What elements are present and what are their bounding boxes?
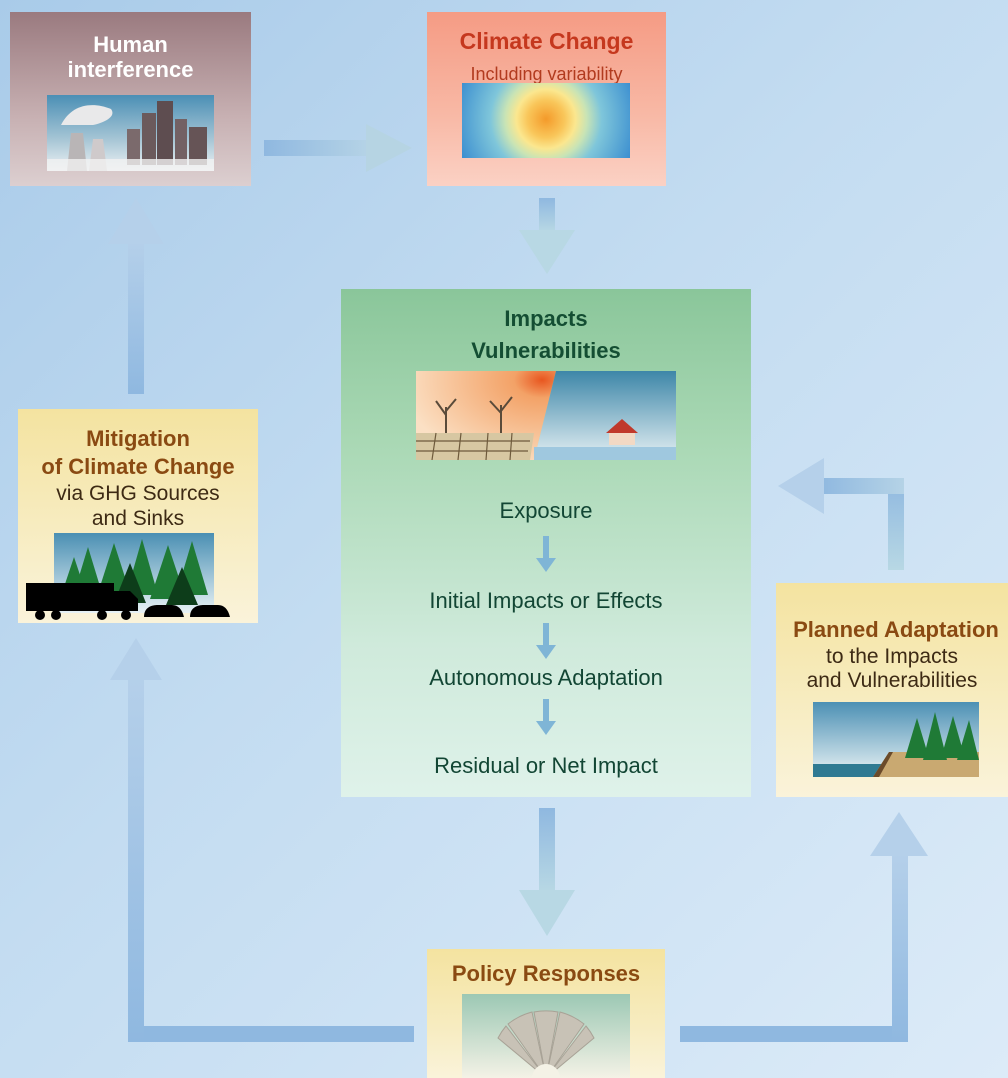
down-arrow-icon [536,699,556,735]
parliament-icon [462,994,630,1078]
mitigation-title-line1: Mitigation [86,426,190,451]
arrow-mitigation-to-human [108,198,164,394]
arrow-climate-to-impacts [519,198,575,274]
down-arrow-icon [536,536,556,572]
climate-subtitle: Including variability [470,64,623,84]
arrow-policy-to-mitigation [110,638,414,1042]
human-title: Human interference [10,32,251,82]
node-mitigation: Mitigation of Climate Change via GHG Sou… [18,409,258,623]
human-title-line2: interference [67,57,194,82]
node-policy-responses: Policy Responses [427,949,665,1078]
down-arrow-icon [536,623,556,659]
mitigation-sub-line2: and Sinks [91,507,185,530]
arrow-impacts-to-policy [519,808,575,936]
seawall-trees-icon [813,702,979,777]
node-human-interference: Human interference [10,12,251,186]
planned-subtitle: to the Impacts and Vulnerabilities [776,645,1008,693]
drought-flood-icon [416,371,676,460]
step-exposure: Exposure [499,498,593,523]
impacts-title: Impacts Vulnerabilities [341,303,751,367]
step-initial-impacts: Initial Impacts or Effects [429,588,663,613]
mitigation-title-line2: of Climate Change [41,454,235,479]
step-residual-impact: Residual or Net Impact [434,753,658,778]
mitigation-title: Mitigation of Climate Change [18,425,258,481]
arrow-human-to-climate [264,124,412,172]
factory-city-icon [47,95,214,171]
planned-sub-line1: to the Impacts [826,645,958,668]
impacts-title-line1: Impacts [504,306,588,331]
mitigation-sub-line1: via GHG Sources [56,482,220,505]
step-autonomous-adaptation: Autonomous Adaptation [429,665,663,690]
sun-heat-icon [462,83,630,158]
mitigation-subtitle: via GHG Sources and Sinks [18,481,258,531]
arrow-policy-to-planned [680,812,928,1042]
node-planned-adaptation: Planned Adaptation to the Impacts and Vu… [776,583,1008,797]
human-title-line1: Human [93,32,168,57]
arrow-planned-to-impacts [778,458,904,570]
planned-title: Planned Adaptation [793,617,999,642]
node-climate-change: Climate Change Including variability [427,12,666,186]
climate-title: Climate Change [459,28,634,54]
impacts-title-line2: Vulnerabilities [471,338,621,363]
forest-vehicles-icon [26,533,238,623]
node-impacts-vulnerabilities: Impacts Vulnerabilities Exposure Initial… [341,289,751,797]
policy-title: Policy Responses [451,961,641,986]
planned-sub-line2: and Vulnerabilities [806,669,978,692]
